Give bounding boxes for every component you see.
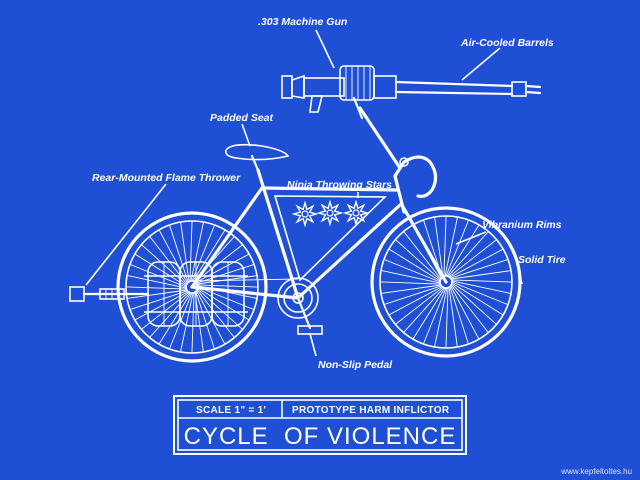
- label-air-cooled-barrels: Air-Cooled Barrels: [460, 37, 554, 49]
- ninja-stars: [291, 199, 370, 228]
- ninja-star-icon: [316, 199, 344, 227]
- label-vibranium-rims: Vibranium Rims: [482, 219, 562, 231]
- flame-thrower: [69, 261, 248, 327]
- label-padded-seat: Padded Seat: [210, 112, 274, 124]
- page-title: CYCLE OF VIOLENCE: [184, 423, 457, 450]
- label-solid-tire: Solid Tire: [518, 254, 566, 266]
- gun-mount: [352, 96, 402, 170]
- subtitle-text: PROTOTYPE HARM INFLICTOR: [292, 405, 450, 416]
- label-ninja-stars: Ninja Throwing Stars: [287, 179, 392, 191]
- padded-seat: [224, 143, 290, 172]
- front-wheel: [370, 206, 522, 358]
- scale-text: SCALE 1" = 1': [196, 405, 266, 416]
- bike-frame: [190, 168, 448, 300]
- label-non-slip-pedal: Non-Slip Pedal: [318, 359, 393, 371]
- label-flame-thrower: Rear-Mounted Flame Thrower: [92, 172, 241, 184]
- ninja-star-icon: [342, 199, 370, 227]
- label-machine-gun: .303 Machine Gun: [258, 16, 347, 28]
- handlebars: [393, 155, 438, 198]
- leader-lines: [85, 29, 523, 357]
- watermark: www.kepfeltoltes.hu: [560, 467, 632, 476]
- machine-gun: [281, 65, 542, 113]
- ninja-star-icon: [291, 200, 319, 228]
- title-block: SCALE 1" = 1' PROTOTYPE HARM INFLICTOR C…: [173, 395, 467, 455]
